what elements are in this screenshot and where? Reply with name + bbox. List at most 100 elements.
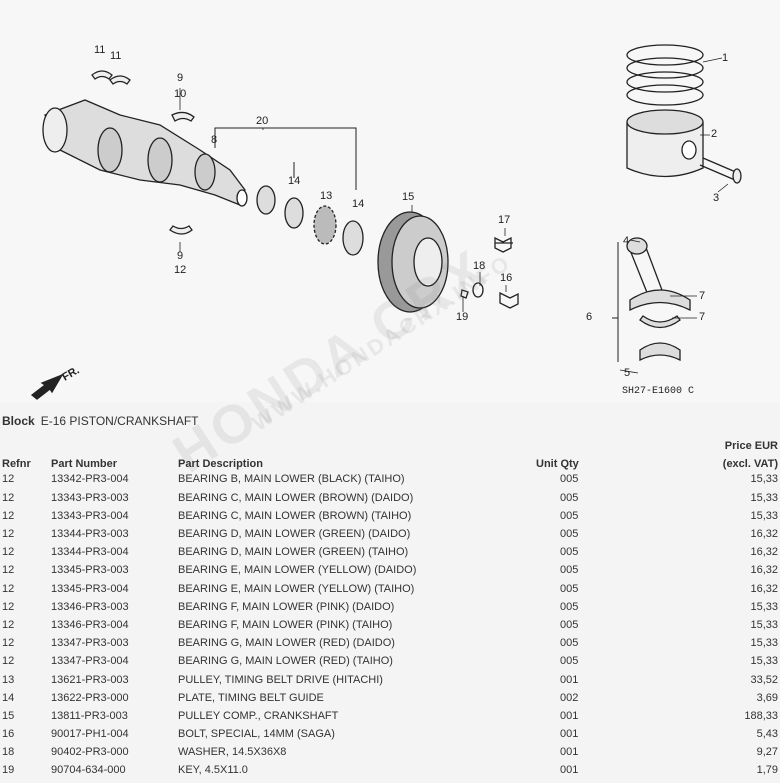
qty-cell: 001 <box>560 673 579 686</box>
price-cell: 9,27 <box>756 746 778 759</box>
part-number-cell: 13347-PR3-004 <box>51 655 129 668</box>
refnr-cell: 12 <box>2 600 15 613</box>
parts-diagram: HONDA CRX WWW.HONDACRX.INFO 11 11 9 10 2… <box>30 44 742 485</box>
price-cell: 15,33 <box>750 600 778 613</box>
callout: 7 <box>699 290 706 302</box>
qty-cell: 001 <box>560 746 579 759</box>
callout: 9 <box>177 250 184 262</box>
description-cell: BEARING E, MAIN LOWER (YELLOW) (DAIDO) <box>178 564 417 577</box>
description-cell: BEARING B, MAIN LOWER (BLACK) (TAIHO) <box>178 473 405 486</box>
table-row[interactable]: 12 13343-PR3-003 BEARING C, MAIN LOWER (BR… <box>0 489 780 507</box>
price-cell: 1,79 <box>756 764 778 777</box>
refnr-cell: 12 <box>2 546 15 559</box>
part-number-cell: 13342-PR3-004 <box>51 473 129 486</box>
callout: 19 <box>456 311 469 323</box>
qty-cell: 005 <box>560 509 579 522</box>
refnr-cell: 15 <box>2 709 15 722</box>
qty-cell: 001 <box>560 764 579 777</box>
qty-cell: 005 <box>560 528 579 541</box>
description-cell: BEARING E, MAIN LOWER (YELLOW) (TAIHO) <box>178 582 415 595</box>
price-cell: 33,52 <box>750 673 778 686</box>
block-title: E-16 PISTON/CRANKSHAFT <box>40 414 199 428</box>
price-header: Price EUR <box>724 440 778 453</box>
price-cell: 188,33 <box>744 709 778 722</box>
refnr-cell: 12 <box>2 564 15 577</box>
part-number-cell: 13343-PR3-004 <box>51 509 129 522</box>
callout: 10 <box>174 88 187 100</box>
callout: 11 <box>110 50 122 62</box>
callout: 14 <box>352 198 365 210</box>
price-cell: 15,33 <box>750 637 778 650</box>
part-number-header: Part Number <box>51 458 118 471</box>
diagram-code: SH27-E1600 C <box>622 386 695 397</box>
qty-cell: 005 <box>560 546 579 559</box>
refnr-cell: 14 <box>2 691 15 704</box>
callout: 12 <box>174 264 187 276</box>
refnr-cell: 12 <box>2 473 15 486</box>
description-cell: WASHER, 14.5X36X8 <box>178 746 287 759</box>
callout: 17 <box>498 214 511 226</box>
description-cell: BEARING C, MAIN LOWER (BROWN) (TAIHO) <box>178 509 412 522</box>
callout: 14 <box>288 175 301 187</box>
table-row[interactable]: 14 13622-PR3-000 PLATE, TIMING BELT GUIDE 0… <box>0 689 780 707</box>
description-cell: PLATE, TIMING BELT GUIDE <box>178 691 324 704</box>
description-cell: BEARING C, MAIN LOWER (BROWN) (DAIDO) <box>178 491 414 504</box>
description-cell: BEARING G, MAIN LOWER (RED) (TAIHO) <box>178 655 393 668</box>
callout: 6 <box>586 311 593 323</box>
description-cell: BOLT, SPECIAL, 14MM (SAGA) <box>178 728 335 741</box>
price-cell: 16,32 <box>750 546 778 559</box>
callout: 9 <box>177 72 184 84</box>
callout: 5 <box>624 367 631 379</box>
callout: 18 <box>473 260 486 272</box>
callout: 3 <box>713 192 720 204</box>
part-number-cell: 13621-PR3-003 <box>51 673 129 686</box>
part-number-cell: 13622-PR3-000 <box>51 691 129 704</box>
price-cell: 16,32 <box>750 582 778 595</box>
refnr-cell: 12 <box>2 618 15 631</box>
qty-cell: 005 <box>560 637 579 650</box>
description-cell: BEARING F, MAIN LOWER (PINK) (DAIDO) <box>178 600 395 613</box>
qty-cell: 002 <box>560 691 579 704</box>
description-cell: BEARING F, MAIN LOWER (PINK) (TAIHO) <box>178 618 393 631</box>
price-cell: 15,33 <box>750 509 778 522</box>
description-cell: BEARING G, MAIN LOWER (RED) (DAIDO) <box>178 637 395 650</box>
callout: 13 <box>320 190 333 202</box>
price-subheader: (excl. VAT) <box>722 458 778 471</box>
price-cell: 15,33 <box>750 491 778 504</box>
refnr-cell: 12 <box>2 491 15 504</box>
part-number-cell: 13345-PR3-003 <box>51 564 129 577</box>
price-cell: 3,69 <box>756 691 778 704</box>
description-cell: BEARING D, MAIN LOWER (GREEN) (DAIDO) <box>178 528 411 541</box>
price-cell: 15,33 <box>750 618 778 631</box>
price-cell: 5,43 <box>756 728 778 741</box>
qty-cell: 005 <box>560 491 579 504</box>
table-row[interactable]: 12 13345-PR3-003 BEARING E, MAIN LOWER (YE… <box>0 561 780 579</box>
part-number-cell: 13343-PR3-003 <box>51 491 129 504</box>
callout: 8 <box>211 134 218 146</box>
part-number-cell: 90704-634-000 <box>51 764 126 777</box>
callout: 15 <box>402 191 415 203</box>
callout: 2 <box>711 128 718 140</box>
parts-table: Price EUR Refnr Part Number Part Descrip… <box>0 434 780 780</box>
table-row[interactable]: 12 13342-PR3-004 BEARING B, MAIN LOWER (BL… <box>0 470 780 488</box>
description-cell: PULLEY COMP., CRANKSHAFT <box>178 709 339 722</box>
description-cell: KEY, 4.5X11.0 <box>178 764 248 777</box>
callout: 16 <box>500 272 513 284</box>
callout: 20 <box>256 115 269 127</box>
description-header: Part Description <box>178 458 263 471</box>
refnr-cell: 12 <box>2 637 15 650</box>
